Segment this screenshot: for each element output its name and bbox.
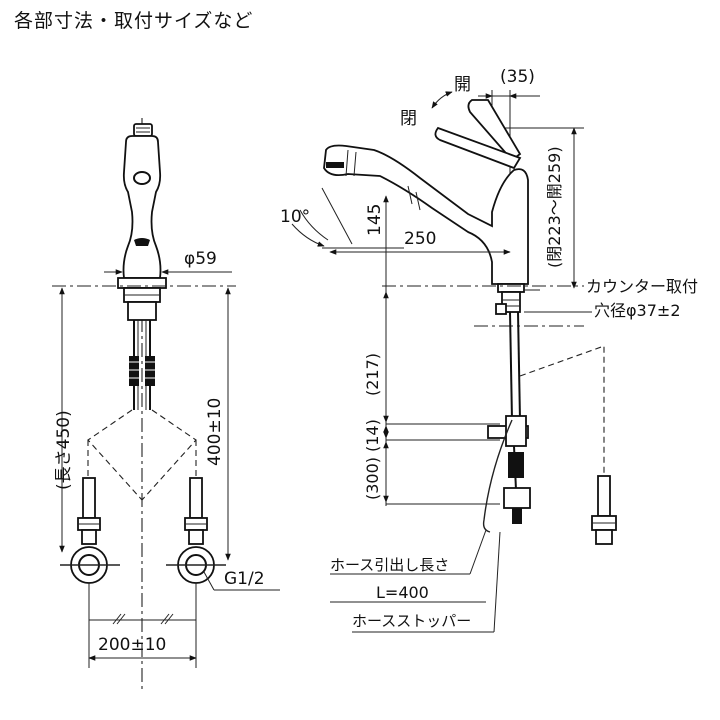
spacing200-dimension: 200±10 <box>88 583 197 668</box>
closed-label: 閉 <box>400 109 417 129</box>
spacing200-label: 200±10 <box>98 635 166 655</box>
handle-range-label: (閉223～開259) <box>545 146 564 268</box>
front-view: φ59 (長さ450) 400±10 G1/2 200± <box>52 118 280 690</box>
hose-stopper-leader: ホースストッパー <box>352 531 501 633</box>
length450-label: (長さ450) <box>54 410 74 490</box>
height145-label: 145 <box>365 204 385 236</box>
front-faucet-body <box>117 123 167 321</box>
side-vertical-dims: (217) (14) (300) <box>363 288 500 506</box>
dim300-label: (300) <box>363 457 382 500</box>
hose-pull-value: L=400 <box>376 583 429 602</box>
open-label: 開 <box>454 75 471 95</box>
hose-pull-label: ホース引出し長さ <box>330 556 449 574</box>
reach250-dimension: 250 <box>329 229 511 255</box>
side-hose <box>482 311 617 545</box>
front-hoses <box>87 320 197 501</box>
g12-label: G1/2 <box>224 569 265 589</box>
g12-leader: G1/2 <box>203 569 280 591</box>
handle-range-dimension: (閉223～開259) <box>490 127 584 289</box>
hose400-dimension: 400±10 <box>205 287 231 561</box>
angle10-dimension: 10° <box>280 187 404 249</box>
reach250-label: 250 <box>404 229 436 249</box>
left-stop-valve <box>60 477 120 584</box>
hose-stopper-label: ホースストッパー <box>352 612 471 630</box>
phi59-dimension: φ59 <box>104 249 232 275</box>
hole-label: 穴径φ37±2 <box>594 301 681 320</box>
open-close-arrow <box>431 91 453 109</box>
right-stop-valve <box>166 477 226 584</box>
counter-label: カウンター取付 <box>586 277 698 296</box>
side-view: 開 閉 (35) (閉223～開259) <box>280 67 698 633</box>
page-title: 各部寸法・取付サイズなど <box>14 10 254 32</box>
length450-dimension: (長さ450) <box>54 287 74 553</box>
phi59-label: φ59 <box>184 249 217 269</box>
side-faucet-body <box>323 99 529 315</box>
dim217-label: (217) <box>363 353 382 396</box>
handle35-label: (35) <box>500 67 535 87</box>
angle10-label: 10° <box>280 207 310 227</box>
hose-pull-leader: ホース引出し長さ L=400 <box>330 529 487 603</box>
hose400-label: 400±10 <box>205 398 225 466</box>
dim14-label: (14) <box>363 419 382 452</box>
height145-dimension: 145 <box>365 195 389 290</box>
